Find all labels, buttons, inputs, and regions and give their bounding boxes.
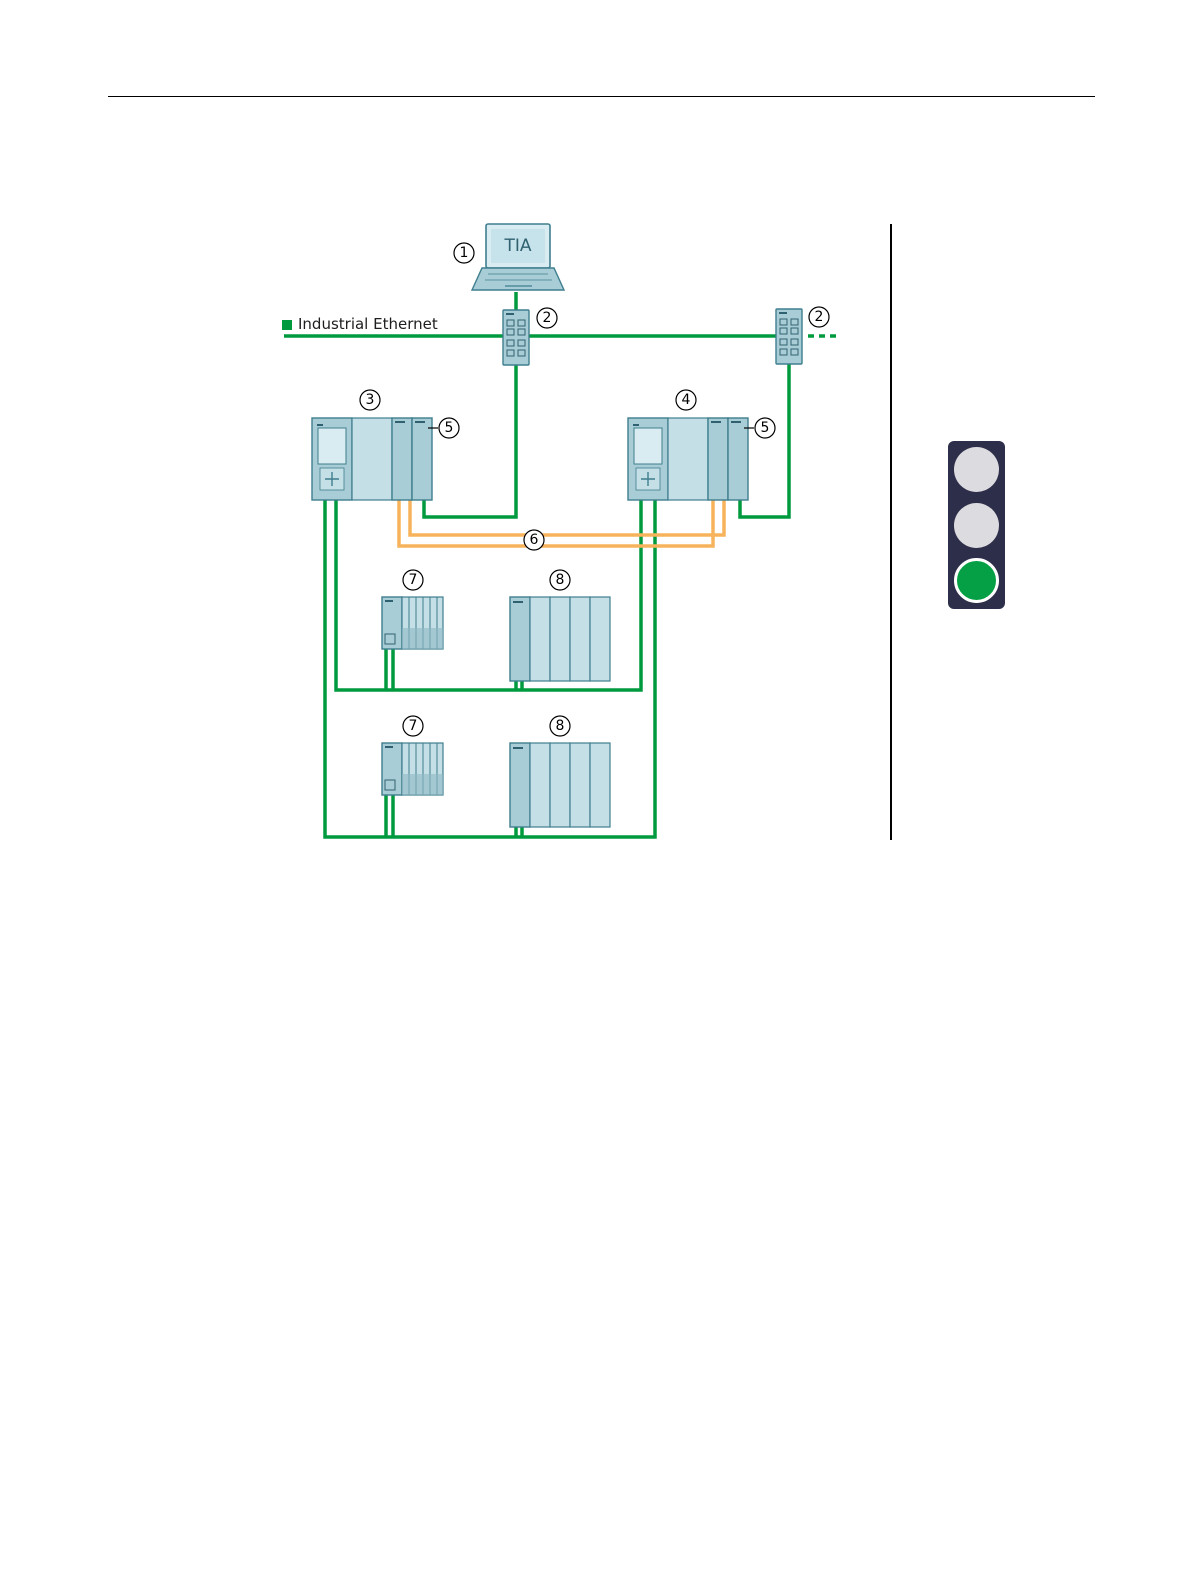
callout-3: 3 bbox=[360, 390, 380, 410]
sync-fiber-cables bbox=[399, 500, 724, 546]
et200sp-bottom bbox=[382, 743, 443, 795]
callout-2a: 2 bbox=[537, 308, 557, 328]
svg-text:5: 5 bbox=[761, 420, 770, 436]
programming-device: TIA bbox=[472, 224, 564, 290]
traffic-light-icon bbox=[948, 441, 1005, 609]
et200sp-top bbox=[382, 597, 443, 649]
svg-text:4: 4 bbox=[682, 392, 691, 408]
callout-5a: 5 bbox=[439, 418, 459, 438]
callout-1: 1 bbox=[454, 243, 474, 263]
switch-a bbox=[503, 310, 529, 365]
callout-5b: 5 bbox=[755, 418, 775, 438]
callout-8-top: 8 bbox=[550, 570, 570, 590]
svg-text:8: 8 bbox=[556, 572, 565, 588]
callout-8-bottom: 8 bbox=[550, 716, 570, 736]
traffic-light-green-lamp bbox=[954, 558, 999, 603]
callout-7-top: 7 bbox=[403, 570, 423, 590]
legend-ethernet-label: Industrial Ethernet bbox=[298, 315, 438, 333]
callout-2b: 2 bbox=[809, 307, 829, 327]
cpu-right bbox=[628, 418, 748, 500]
svg-text:1: 1 bbox=[460, 245, 469, 261]
svg-text:3: 3 bbox=[366, 392, 375, 408]
traffic-light-red-lamp bbox=[954, 447, 999, 492]
svg-text:8: 8 bbox=[556, 718, 565, 734]
svg-text:2: 2 bbox=[543, 310, 552, 326]
svg-text:7: 7 bbox=[409, 572, 418, 588]
svg-text:2: 2 bbox=[815, 309, 824, 325]
callout-7-bottom: 7 bbox=[403, 716, 423, 736]
pc-screen-text: TIA bbox=[503, 236, 531, 256]
et200mp-bottom bbox=[510, 743, 610, 827]
svg-text:5: 5 bbox=[445, 420, 454, 436]
traffic-light-yellow-lamp bbox=[954, 503, 999, 548]
legend-ethernet-swatch bbox=[282, 320, 292, 330]
switch-b bbox=[776, 309, 802, 364]
callout-4: 4 bbox=[676, 390, 696, 410]
et200mp-top bbox=[510, 597, 610, 681]
cpu-left bbox=[312, 418, 432, 500]
callout-6: 6 bbox=[524, 530, 544, 550]
svg-text:7: 7 bbox=[409, 718, 418, 734]
svg-text:6: 6 bbox=[530, 532, 539, 548]
